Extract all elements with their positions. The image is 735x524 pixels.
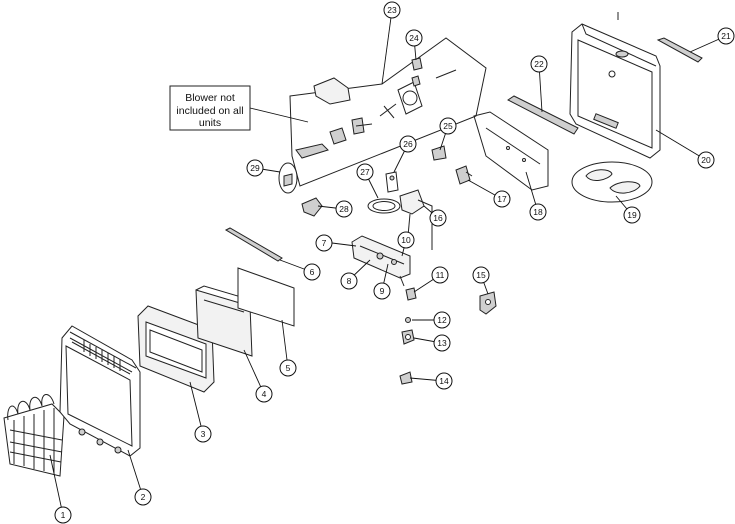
callout-19: 19	[623, 206, 641, 224]
callout-6: 6	[303, 263, 321, 281]
callout-27: 27	[356, 163, 374, 181]
callout-2: 2	[134, 488, 152, 506]
callout-9: 9	[373, 282, 391, 300]
callout-19-label: 19	[627, 210, 637, 220]
callout-15-label: 15	[476, 270, 486, 280]
part-29-small-part	[278, 162, 298, 194]
part-26-thermocouple	[385, 171, 399, 193]
callout-16-label: 16	[433, 213, 443, 223]
note-line-2: included on all	[176, 105, 243, 117]
callout-4: 4	[255, 385, 273, 403]
part-7-burner-assembly	[351, 235, 411, 287]
callout-29-label: 29	[250, 163, 260, 173]
callout-26-label: 26	[403, 139, 413, 149]
note-line-3: units	[199, 117, 221, 129]
callout-17-label: 17	[497, 194, 507, 204]
callout-17: 17	[493, 190, 511, 208]
part-19-feet	[571, 161, 653, 203]
callout-27-label: 27	[360, 167, 370, 177]
callout-22: 22	[530, 55, 548, 73]
callout-21: 21	[717, 27, 735, 45]
callout-8: 8	[340, 272, 358, 290]
part-20-back-cabinet	[569, 12, 661, 159]
part-13-knob	[401, 329, 415, 345]
callout-5: 5	[279, 359, 297, 377]
callout-18-label: 18	[533, 207, 543, 217]
part-5-radiant-panel	[237, 267, 295, 327]
callout-21-label: 21	[721, 31, 731, 41]
callout-5-label: 5	[286, 363, 291, 373]
part-22-rail	[507, 95, 579, 135]
part-27-coil	[367, 198, 401, 214]
callout-1-label: 1	[61, 510, 66, 520]
part-14-igniter	[399, 371, 413, 385]
callout-12-label: 12	[437, 315, 447, 325]
part-18-shelf-bracket	[473, 111, 549, 191]
callouts: 1 2 3 4 5 6 7 8 9 10 11 12 13 14 15 16 1…	[54, 1, 735, 524]
callout-20-label: 20	[701, 155, 711, 165]
part-2-front-cabinet	[59, 325, 141, 457]
part-1-grill	[3, 394, 65, 477]
callout-20: 20	[697, 151, 715, 169]
callout-1: 1	[54, 506, 72, 524]
callout-25: 25	[439, 117, 457, 135]
part-23-blower-assembly	[289, 37, 487, 187]
callout-7-label: 7	[322, 238, 327, 248]
part-12-nut	[405, 317, 411, 323]
callout-13-label: 13	[437, 338, 447, 348]
part-24-motor-part	[411, 57, 423, 71]
part-11-bracket	[405, 287, 417, 301]
callout-11: 11	[431, 266, 449, 284]
callout-10: 10	[397, 231, 415, 249]
callout-26: 26	[399, 135, 417, 153]
part-28-bracket	[301, 197, 323, 217]
callout-15: 15	[472, 266, 490, 284]
callout-16: 16	[429, 209, 447, 227]
callout-12: 12	[433, 311, 451, 329]
callout-25-label: 25	[443, 121, 453, 131]
part-25-small-bracket	[431, 145, 447, 161]
callout-28: 28	[335, 200, 353, 218]
callout-14: 14	[435, 372, 453, 390]
callout-10-label: 10	[401, 235, 411, 245]
blower-note: Blower not included on all units	[169, 85, 309, 131]
callout-8-label: 8	[347, 276, 352, 286]
callout-24-label: 24	[409, 33, 419, 43]
callout-9-label: 9	[380, 286, 385, 296]
part-17-bracket	[455, 165, 473, 185]
part-21-mounting-bracket	[656, 37, 703, 63]
note-line-1: Blower not	[185, 92, 235, 104]
callout-4-label: 4	[262, 389, 267, 399]
callout-28-label: 28	[339, 204, 349, 214]
callout-29: 29	[246, 159, 264, 177]
callout-23-label: 23	[387, 5, 397, 15]
callout-22-label: 22	[534, 59, 544, 69]
part-15-bracket	[479, 291, 497, 315]
callout-13: 13	[433, 334, 451, 352]
callout-7: 7	[315, 234, 333, 252]
part-16-gas-valve	[399, 189, 433, 250]
callout-11-label: 11	[436, 270, 445, 280]
callout-2-label: 2	[141, 492, 146, 502]
part-3-inner-frame	[137, 305, 215, 393]
part-6-rod	[224, 227, 283, 262]
callout-3-label: 3	[201, 429, 206, 439]
callout-6-label: 6	[310, 267, 315, 277]
callout-23: 23	[383, 1, 401, 19]
callout-24: 24	[405, 29, 423, 47]
callout-3: 3	[194, 425, 212, 443]
callout-14-label: 14	[439, 376, 449, 386]
callout-18: 18	[529, 203, 547, 221]
